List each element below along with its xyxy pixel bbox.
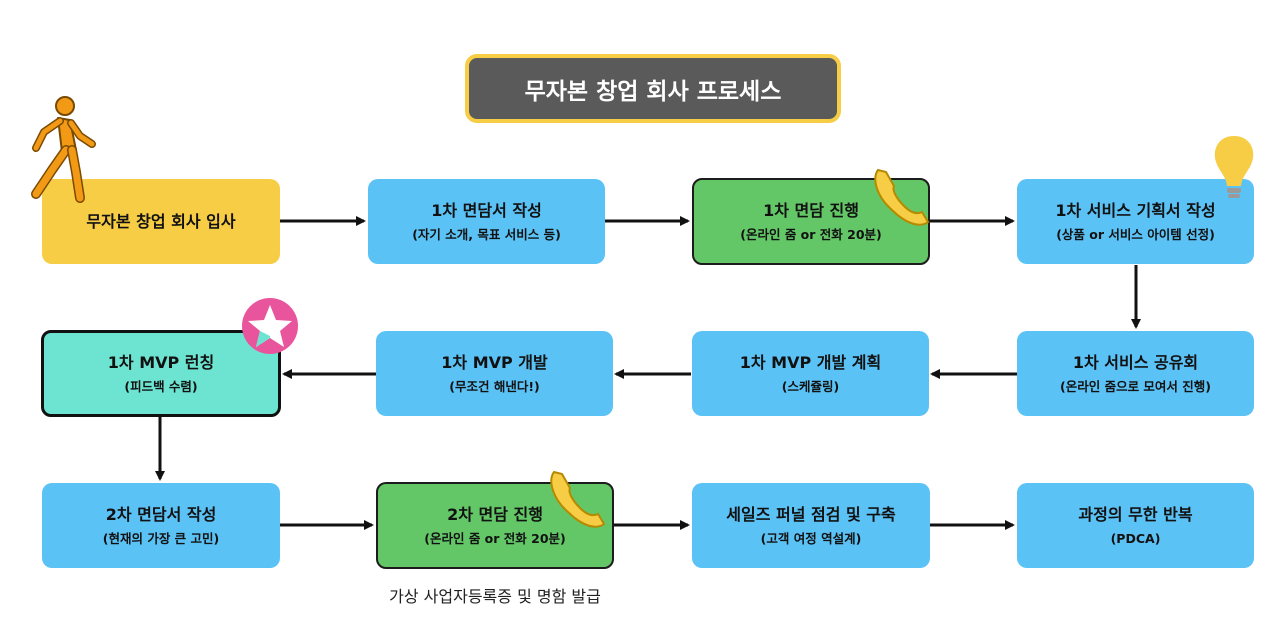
- node-sales-funnel-sub: (고객 여정 역설계): [760, 531, 862, 546]
- node-share-meeting: 1차 서비스 공유회 (온라인 줌으로 모여서 진행): [1017, 331, 1254, 416]
- lightbulb-icon: [1214, 136, 1254, 198]
- node-share-meeting-label: 1차 서비스 공유회: [1072, 353, 1199, 372]
- star-icon: [242, 298, 298, 354]
- node-pdca-label: 과정의 무한 반복: [1078, 505, 1193, 524]
- node-mvp-plan-label: 1차 MVP 개발 계획: [739, 353, 882, 372]
- node-first-form: 1차 면담서 작성 (자기 소개, 목표 서비스 등): [368, 179, 605, 264]
- node-pdca-sub: (PDCA): [1110, 531, 1161, 546]
- node-mvp-plan: 1차 MVP 개발 계획 (스케쥴링): [692, 331, 929, 416]
- node-first-meeting-sub: (온라인 줌 or 전화 20분): [740, 227, 882, 242]
- page-title: 무자본 창업 회사 프로세스: [465, 54, 841, 123]
- node-mvp-launch-sub: (피드백 수렴): [124, 379, 198, 394]
- node-second-meeting-label: 2차 면담 진행: [447, 505, 543, 524]
- node-first-form-label: 1차 면담서 작성: [431, 201, 542, 220]
- node-mvp-dev-label: 1차 MVP 개발: [441, 353, 548, 372]
- node-share-meeting-sub: (온라인 줌으로 모여서 진행): [1060, 379, 1211, 394]
- node-plan-doc: 1차 서비스 기획서 작성 (상품 or 서비스 아이템 선정): [1017, 179, 1254, 264]
- node-plan-doc-sub: (상품 or 서비스 아이템 선정): [1056, 227, 1215, 242]
- caption-text: 가상 사업자등록증 및 명함 발급: [389, 587, 601, 606]
- node-pdca: 과정의 무한 반복 (PDCA): [1017, 483, 1254, 568]
- node-first-meeting-label: 1차 면담 진행: [763, 201, 859, 220]
- node-mvp-launch: 1차 MVP 런칭 (피드백 수렴): [41, 330, 281, 417]
- node-mvp-dev-sub: (무조건 해낸다!): [449, 379, 540, 394]
- node-second-meeting: 2차 면담 진행 (온라인 줌 or 전화 20분): [376, 482, 614, 569]
- node-sales-funnel-label: 세일즈 퍼널 점검 및 구축: [726, 505, 896, 524]
- node-second-form-sub: (현재의 가장 큰 고민): [102, 531, 220, 546]
- node-second-meeting-sub: (온라인 줌 or 전화 20분): [424, 531, 566, 546]
- node-plan-doc-label: 1차 서비스 기획서 작성: [1055, 201, 1216, 220]
- node-start: 무자본 창업 회사 입사: [42, 179, 280, 264]
- node-mvp-launch-label: 1차 MVP 런칭: [107, 353, 215, 372]
- page-title-text: 무자본 창업 회사 프로세스: [524, 78, 782, 105]
- phone-icon: [550, 470, 606, 528]
- node-second-form: 2차 면담서 작성 (현재의 가장 큰 고민): [42, 483, 280, 568]
- node-first-form-sub: (자기 소개, 목표 서비스 등): [412, 227, 561, 242]
- walking-person-icon: [31, 96, 96, 203]
- node-second-form-label: 2차 면담서 작성: [105, 505, 217, 524]
- phone-icon: [874, 168, 930, 226]
- node-start-label: 무자본 창업 회사 입사: [86, 211, 236, 231]
- node-sales-funnel: 세일즈 퍼널 점검 및 구축 (고객 여정 역설계): [692, 483, 930, 568]
- node-mvp-dev: 1차 MVP 개발 (무조건 해낸다!): [376, 331, 613, 416]
- node-mvp-plan-sub: (스케쥴링): [781, 379, 840, 394]
